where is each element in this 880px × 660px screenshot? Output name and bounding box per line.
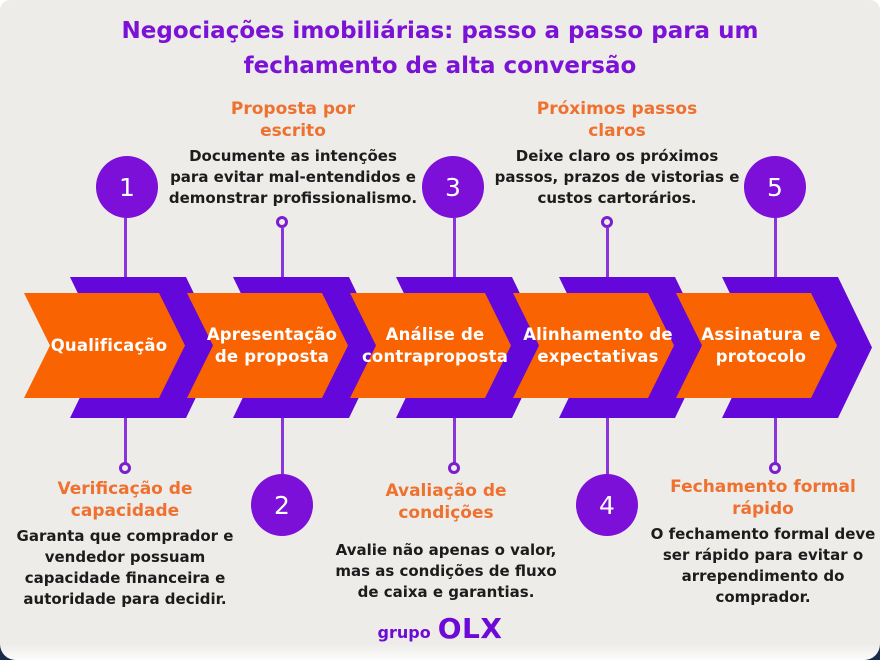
step-4-note-heading: Próximos passos claros xyxy=(536,99,698,142)
step-2-arrow-label: Apresentação de proposta xyxy=(206,325,338,366)
step-1-bottom-connector-line xyxy=(124,416,127,463)
step-1-number-badge: 1 xyxy=(96,156,158,218)
step-3-note-body: Avalie não apenas o valor, mas as condiç… xyxy=(335,541,557,602)
step-4-note: Próximos passos claros Deixe claro os pr… xyxy=(492,98,742,209)
step-2-connector-dot-icon xyxy=(276,216,288,228)
grupo-olx-logo: grupo OLX xyxy=(0,612,880,645)
step-2-note: Proposta por escrito Documente as intenç… xyxy=(168,98,418,209)
step-4-top-connector-line xyxy=(606,228,609,280)
page-title: Negociações imobiliárias: passo a passo … xyxy=(121,18,759,79)
step-3-connector-dot-icon xyxy=(448,462,460,474)
chevron-arrow-shape xyxy=(350,293,511,398)
step-5-arrow-label: Assinatura e protocolo xyxy=(701,325,821,366)
step-2-bottom-connector-line xyxy=(281,416,284,474)
step-5-note-heading: Fechamento formal rápido xyxy=(670,477,856,520)
step-3-top-connector-line xyxy=(453,218,456,280)
step-1-note-body: Garanta que comprador e vendedor possuam… xyxy=(16,527,234,609)
step-1-note-heading: Verificação de capacidade xyxy=(57,479,193,522)
step-1-note: Verificação de capacidade Garanta que co… xyxy=(8,478,242,610)
step-3-chevron: Análise de contraproposta xyxy=(350,277,546,418)
logo-wordmark: OLX xyxy=(437,612,503,645)
bottom-fade-gradient xyxy=(0,644,880,660)
step-1-connector-dot-icon xyxy=(119,462,131,474)
step-1-arrow-label: Qualificação xyxy=(50,335,168,355)
logo-prefix-text: grupo xyxy=(377,623,431,642)
step-4-number-badge: 4 xyxy=(576,474,638,536)
step-5-bottom-connector-line xyxy=(774,416,777,463)
step-5-connector-dot-icon xyxy=(769,462,781,474)
step-5-number-badge: 5 xyxy=(744,156,806,218)
step-5-note: Fechamento formal rápido O fechamento fo… xyxy=(648,476,878,608)
step-2-number-badge: 2 xyxy=(251,474,313,536)
chevron-arrow-shape xyxy=(187,293,348,398)
step-1-top-connector-line xyxy=(124,218,127,280)
step-2-note-heading: Proposta por escrito xyxy=(230,99,356,142)
chevron-arrow-shape xyxy=(24,293,185,398)
step-3-arrow-label: Análise de contraproposta xyxy=(361,325,509,366)
step-4-bottom-connector-line xyxy=(606,416,609,474)
step-3-number-badge: 3 xyxy=(422,156,484,218)
step-3-note-heading: Avaliação de condições xyxy=(385,481,507,524)
step-3-bottom-connector-line xyxy=(453,416,456,463)
chevron-arrow-shape xyxy=(513,293,674,398)
step-5-note-body: O fechamento formal deve ser rápido para… xyxy=(650,525,876,607)
step-5-chevron: Assinatura e protocolo xyxy=(676,277,872,418)
step-5-top-connector-line xyxy=(774,218,777,280)
step-2-top-connector-line xyxy=(281,228,284,280)
step-4-connector-dot-icon xyxy=(601,216,613,228)
step-2-note-body: Documente as intenções para evitar mal-e… xyxy=(168,147,418,208)
step-4-note-body: Deixe claro os próximos passos, prazos d… xyxy=(494,147,740,208)
step-3-note: Avaliação de condições Avalie não apenas… xyxy=(330,480,562,603)
chevron-arrow-shape xyxy=(676,293,837,398)
step-4-arrow-label: Alinhamento de expectativas xyxy=(523,325,673,366)
